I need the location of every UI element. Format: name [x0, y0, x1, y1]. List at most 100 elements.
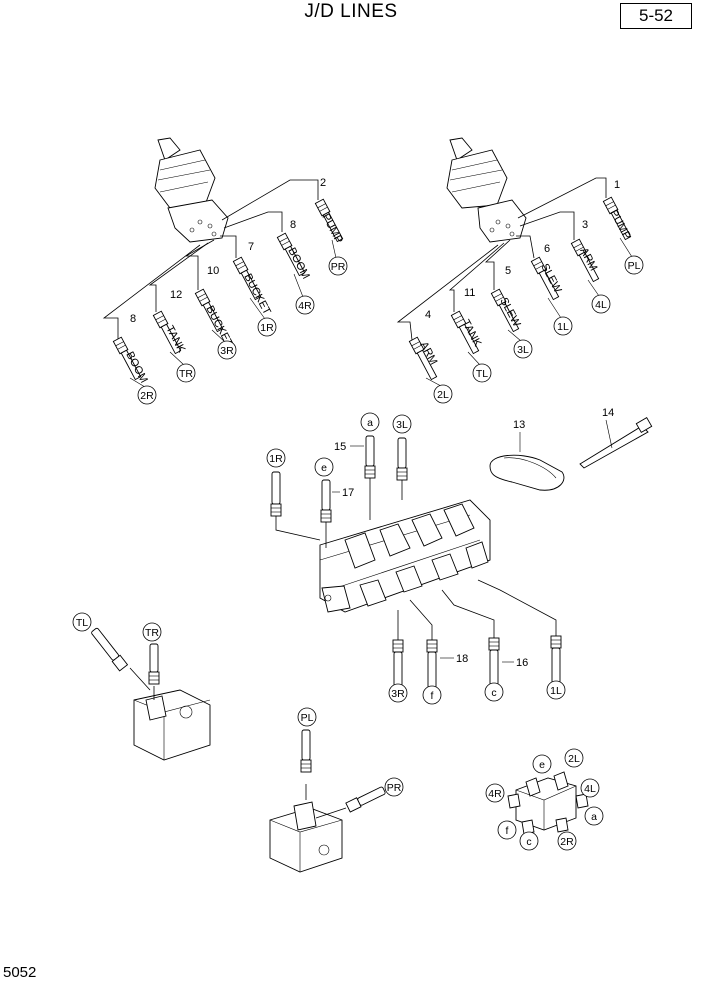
detail-port-2: 2L: [564, 748, 584, 768]
cv-bottom-fitting-4-nut: [550, 635, 562, 649]
rj-fitting-6-stem: [120, 349, 142, 381]
pump-pl-fitting-stem: [301, 729, 311, 761]
pump-pr-hose: [345, 786, 386, 813]
detail-port-3-label: 4R: [488, 788, 502, 800]
tank-port-tl: TL: [72, 612, 92, 632]
detail-port-7-ring: [519, 831, 539, 851]
lj-fitting-1-stem: [610, 209, 632, 241]
cv-bottom-fitting-3-nut: [488, 637, 500, 651]
detail-port-1-label: e: [539, 759, 545, 771]
cv-top-port-4-ring: [314, 457, 334, 477]
loose-part-leader-2: [605, 419, 613, 449]
rj-leader-6: [129, 377, 146, 388]
detail-port-7: c: [519, 831, 539, 851]
cv-bottom-item-number-3: 16: [516, 657, 528, 669]
lj-port-2: 4L: [591, 294, 611, 314]
tank-port-tr-label: TR: [145, 627, 159, 639]
rj-fitting-5-stem: [160, 323, 182, 355]
lj-port-1-label: PL: [628, 260, 641, 272]
rj-item-number-4: 10: [207, 265, 219, 277]
cv-top-port-1-label: a: [367, 417, 373, 429]
cv-top-fitting-2-nut: [396, 467, 408, 481]
pump-port-pr: PR: [384, 777, 404, 797]
cv-bottom-fitting-4: [550, 635, 562, 689]
detail-port-3-ring: [485, 783, 505, 803]
cv-bottom-port-4-label: 1L: [550, 685, 562, 697]
rj-fitting-6-nut-line: [115, 341, 124, 347]
cv-top-fitting-4-stem: [321, 479, 331, 511]
tank-tl-hose-nut: [111, 654, 129, 672]
lj-item-name-2: ARM: [577, 246, 599, 273]
lj-fitting-4-nut-line2: [495, 296, 504, 302]
rj-port-4: 3R: [217, 340, 237, 360]
pump-port-pl-label: PL: [301, 712, 314, 724]
lj-port-6-label: 2L: [437, 389, 449, 401]
rj-fitting-3-nut-line2: [237, 264, 246, 270]
rj-port-1-ring: [328, 256, 348, 276]
lj-port-2-ring: [591, 294, 611, 314]
rj-fitting-5-nut-line: [155, 315, 164, 321]
lj-port-1-ring: [624, 255, 644, 275]
pump-port-pr-label: PR: [387, 782, 402, 794]
cv-bottom-port-4: 1L: [546, 680, 566, 700]
detail-port-4-label: 4L: [584, 783, 596, 795]
tank-port-tr-ring: [142, 622, 162, 642]
lj-fitting-3-nut-line2: [535, 264, 544, 270]
detail-port-4-ring: [580, 778, 600, 798]
detail-port-5-ring: [584, 806, 604, 826]
tank-tl-hose-stem: [91, 627, 119, 661]
lj-fitting-1: [602, 196, 632, 241]
cv-top-fitting-3-nut: [270, 503, 282, 517]
cv-top-port-1-ring: [360, 412, 380, 432]
rj-item-name-5: TANK: [163, 324, 187, 355]
pump-port-pl-ring: [297, 707, 317, 727]
cv-bottom-port-4-ring: [546, 680, 566, 700]
cv-bottom-fitting-2-stem: [427, 651, 437, 691]
cv-top-item-number-4: 17: [342, 487, 354, 499]
cv-top-port-2: 3L: [392, 414, 412, 434]
left-joystick-hoses: [396, 177, 607, 341]
cv-top-fitting-4-nut: [320, 509, 332, 523]
cv-bottom-fitting-1-nut: [392, 639, 404, 653]
lj-fitting-2-nut-line2: [575, 246, 584, 252]
rj-port-4-label: 3R: [220, 345, 234, 357]
lj-port-5: TL: [472, 363, 492, 383]
cv-top-fitting-4: [320, 479, 332, 523]
lj-fitting-1-nut-line: [605, 201, 614, 207]
rj-item-name-6: BOOM: [123, 350, 149, 385]
rj-fitting-2-stem: [284, 245, 306, 277]
cv-bottom-fitting-3: [488, 637, 500, 691]
right-joystick-handle: [154, 137, 229, 243]
lj-port-5-label: TL: [476, 368, 488, 380]
tank-tr-fitting-nut: [148, 671, 160, 685]
detail-port-7-label: c: [526, 836, 531, 848]
rj-fitting-2-nut-line2: [281, 240, 290, 246]
cv-top-fitting-2-stem: [397, 437, 407, 469]
cv-top-port-3: 1R: [266, 448, 286, 468]
control-valve-hoses: [275, 478, 557, 640]
rj-fitting-6: [112, 336, 142, 381]
rj-item-name-2: BOOM: [285, 246, 311, 281]
rj-port-3-ring: [257, 317, 277, 337]
cv-bottom-port-2-label: f: [431, 690, 434, 702]
tank-tl-hose: [91, 627, 129, 672]
lj-port-6-ring: [433, 384, 453, 404]
cv-bottom-port-3-ring: [484, 682, 504, 702]
cv-top-port-2-label: 3L: [396, 419, 408, 431]
lj-fitting-6-nut-line: [411, 341, 420, 347]
cv-top-port-4: e: [314, 457, 334, 477]
rj-port-6: 2R: [137, 385, 157, 405]
detail-port-6-label: f: [506, 825, 509, 837]
pump-pr-hose-nut: [345, 797, 362, 813]
lj-fitting-3-stem: [538, 269, 560, 301]
rj-fitting-1-nut-line2: [319, 206, 328, 212]
pump-port-pl: PL: [297, 707, 317, 727]
tank-tr-fitting: [148, 643, 160, 685]
rj-fitting-4: [194, 288, 224, 333]
lj-fitting-4-nut-line: [493, 293, 502, 299]
cv-top-port-3-ring: [266, 448, 286, 468]
detail-port-2-ring: [564, 748, 584, 768]
detail-port-6-ring: [497, 820, 517, 840]
cv-bottom-fitting-1: [392, 639, 404, 691]
